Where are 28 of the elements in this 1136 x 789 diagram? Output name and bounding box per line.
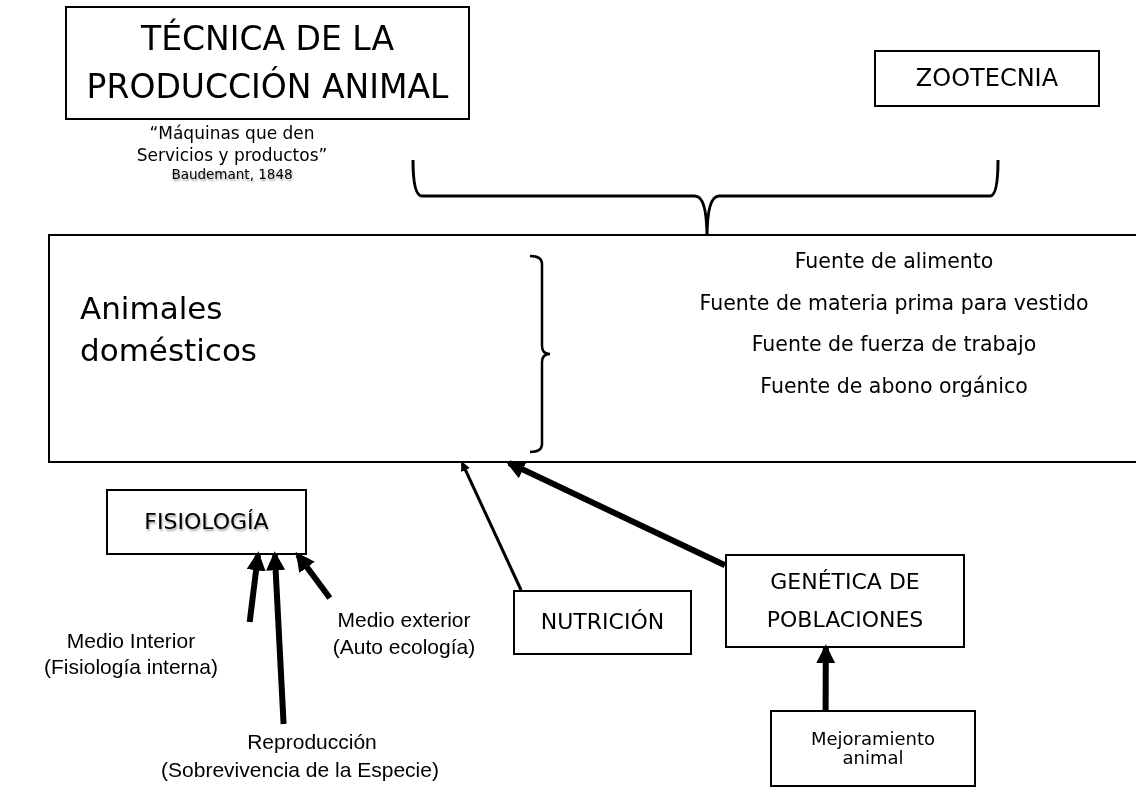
arrow bbox=[246, 551, 266, 623]
node-label: ZOOTECNIA bbox=[915, 64, 1059, 93]
concept-box bbox=[874, 50, 1100, 107]
list-item: Fuente de fuerza de trabajo bbox=[751, 334, 1037, 355]
node-label: Medio Interior (Fisiología interna) bbox=[43, 627, 219, 680]
concept-box bbox=[106, 489, 307, 555]
list-item: Fuente de abono orgánico bbox=[760, 375, 1028, 396]
citation: Baudemant, 1848 bbox=[171, 166, 293, 184]
concept-box bbox=[48, 234, 1136, 463]
concept-box bbox=[725, 554, 965, 648]
arrow bbox=[460, 461, 523, 591]
concept-box bbox=[770, 710, 976, 787]
quote-text: “Máquinas que den Servicios y productos” bbox=[135, 122, 329, 167]
node-label: Reproducción (Sobrevivencia de la Especie) bbox=[160, 728, 440, 783]
node-label: FISIOLOGÍA bbox=[144, 508, 269, 536]
node-label: NUTRICIÓN bbox=[540, 609, 665, 636]
arrow bbox=[295, 551, 333, 600]
node-label: GENÉTICA DE POBLACIONES bbox=[765, 567, 925, 634]
node-label: TÉCNICA DE LA PRODUCCIÓN ANIMAL bbox=[85, 17, 450, 108]
arrow bbox=[816, 644, 836, 710]
list-item: Fuente de materia prima para vestido bbox=[699, 292, 1089, 313]
list-item: Fuente de alimento bbox=[794, 251, 994, 272]
arrow bbox=[266, 551, 287, 725]
node-label: Medio exterior (Auto ecología) bbox=[331, 606, 477, 660]
node-label: Animales domésticos bbox=[80, 289, 258, 370]
arrow bbox=[505, 460, 727, 568]
concept-box bbox=[513, 590, 692, 655]
node-label: Mejoramiento animal bbox=[809, 729, 937, 768]
